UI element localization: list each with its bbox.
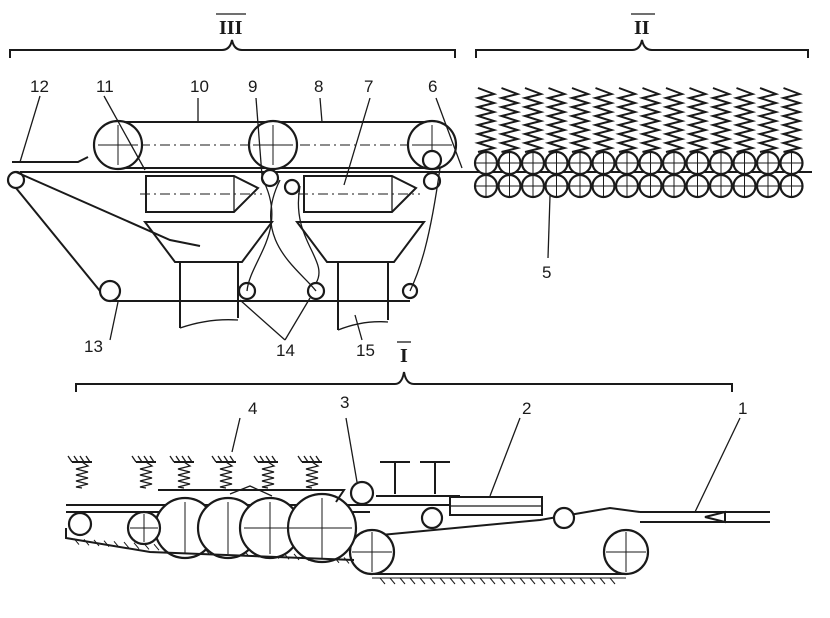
spring-coil bbox=[497, 87, 522, 153]
section-II-roll-bank bbox=[440, 87, 812, 199]
hopper-left bbox=[143, 221, 274, 263]
label-12: 12 bbox=[30, 77, 49, 96]
brace-section-I bbox=[75, 371, 733, 392]
label-9: 9 bbox=[248, 77, 257, 96]
label-11: 11 bbox=[96, 77, 114, 96]
section-label-II: II bbox=[634, 17, 650, 39]
spring bbox=[75, 461, 90, 489]
brace-section-II bbox=[475, 39, 809, 58]
spring-coil bbox=[521, 87, 545, 153]
spring bbox=[139, 461, 154, 489]
label-1: 1 bbox=[738, 399, 747, 418]
spring bbox=[177, 461, 192, 489]
spring bbox=[305, 461, 320, 489]
label-2: 2 bbox=[522, 399, 531, 418]
label-10: 10 bbox=[190, 77, 209, 96]
label-8: 8 bbox=[314, 77, 323, 96]
spring-coil bbox=[568, 87, 592, 153]
spring-coil bbox=[756, 87, 780, 153]
spring-coil bbox=[709, 87, 733, 153]
spring-coil bbox=[474, 87, 498, 153]
spring-coil bbox=[685, 87, 710, 153]
section-label-III: III bbox=[219, 17, 243, 39]
label-3: 3 bbox=[340, 393, 349, 412]
label-4: 4 bbox=[248, 399, 257, 418]
section-overlines bbox=[216, 13, 655, 343]
spring bbox=[219, 461, 234, 489]
spring-coil bbox=[638, 87, 663, 153]
spring-coil bbox=[732, 87, 757, 153]
label-7: 7 bbox=[364, 77, 373, 96]
spring-coil bbox=[779, 87, 804, 153]
roll-13 bbox=[98, 279, 122, 303]
roll-3 bbox=[349, 480, 375, 506]
label-14: 14 bbox=[276, 341, 295, 360]
label-13: 13 bbox=[84, 337, 103, 356]
duct-left bbox=[179, 262, 239, 328]
spring-coil bbox=[615, 87, 639, 153]
spring-coil bbox=[591, 87, 616, 153]
spring-coil bbox=[544, 87, 569, 153]
label-6: 6 bbox=[428, 77, 437, 96]
section-III-assembly bbox=[6, 119, 470, 331]
hopper-right bbox=[295, 221, 426, 263]
section-I-assembly bbox=[65, 455, 770, 585]
brace-section-III bbox=[9, 39, 456, 58]
part-labels: 12 11 10 9 8 7 6 5 13 14 15 4 3 2 1 bbox=[30, 77, 747, 418]
duct-right-15 bbox=[337, 262, 389, 330]
label-15: 15 bbox=[356, 341, 375, 360]
leader-lines bbox=[19, 95, 741, 513]
section-label-I: I bbox=[400, 345, 408, 367]
spring-coil bbox=[662, 87, 686, 153]
label-5: 5 bbox=[542, 263, 551, 282]
spring bbox=[261, 461, 276, 489]
